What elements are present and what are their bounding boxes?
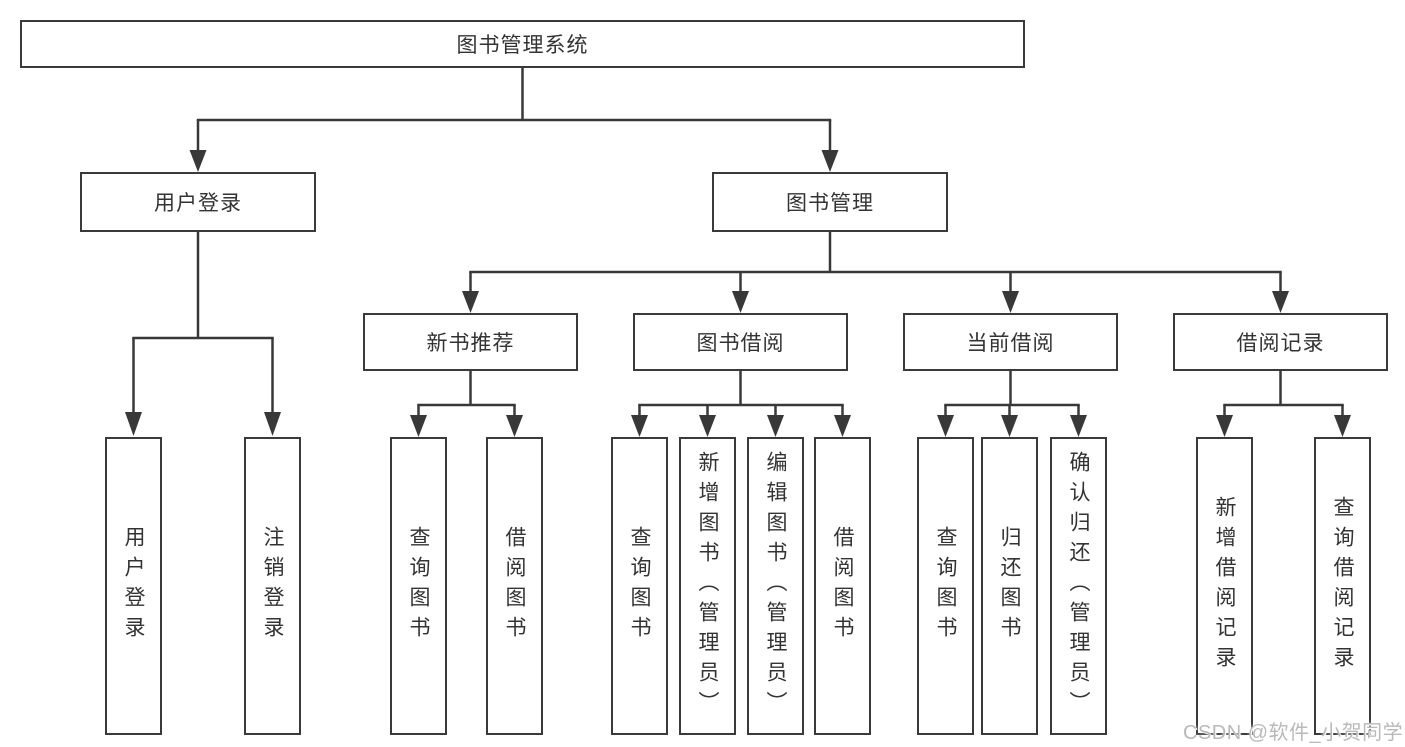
node-current-borrow: 当前借阅 (903, 313, 1118, 371)
edge-book-borrow-split (631, 371, 851, 437)
edge-new-book-recommend-split (410, 371, 523, 437)
leaf-confirm-return-admin: 确认归还（管理员） (1050, 437, 1107, 735)
leaf-edit-book-admin: 编辑图书（管理员） (747, 437, 804, 735)
leaf-query-books-borrow: 查询图书 (611, 437, 668, 735)
leaf-query-books-current: 查询图书 (917, 437, 974, 735)
node-label: 图书管理系统 (456, 34, 589, 57)
node-book-management: 图书管理 (712, 172, 948, 232)
node-label: 编辑图书（管理员） (764, 451, 787, 721)
node-label: 归还图书 (998, 526, 1021, 646)
node-label: 查询图书 (407, 526, 430, 646)
edge-current-borrow-split (937, 371, 1087, 437)
node-book-borrow: 图书借阅 (633, 313, 848, 371)
leaf-borrow-books: 借阅图书 (814, 437, 871, 735)
node-label: 新增图书（管理员） (696, 451, 719, 721)
node-label: 注销登录 (261, 526, 284, 646)
node-label: 借阅图书 (503, 526, 526, 646)
leaf-user-login: 用户登录 (105, 437, 162, 735)
node-label: 查询借阅记录 (1331, 496, 1354, 676)
edge-user-login-split (125, 232, 281, 436)
node-borrow-records: 借阅记录 (1173, 313, 1388, 371)
csdn-watermark: CSDN @软件_小贺同学 (1183, 722, 1404, 744)
leaf-add-book-admin: 新增图书（管理员） (679, 437, 736, 735)
node-label: 当前借阅 (966, 332, 1055, 355)
leaf-query-borrow-record: 查询借阅记录 (1314, 437, 1371, 735)
node-label: 图书管理 (786, 192, 874, 215)
node-label: 新增借阅记录 (1213, 496, 1236, 676)
edge-borrow-records-split (1216, 371, 1351, 437)
leaf-logout: 注销登录 (244, 437, 301, 735)
node-label: 查询图书 (934, 526, 957, 646)
node-label: 图书借阅 (696, 332, 785, 355)
leaf-return-book: 归还图书 (981, 437, 1038, 735)
leaf-add-borrow-record: 新增借阅记录 (1196, 437, 1253, 735)
node-library-management-system: 图书管理系统 (20, 20, 1025, 68)
node-label: 新书推荐 (426, 332, 515, 355)
leaf-query-books-recommend: 查询图书 (390, 437, 447, 735)
node-label: 查询图书 (628, 526, 651, 646)
leaf-borrow-books-recommend: 借阅图书 (486, 437, 543, 735)
node-label: 借阅记录 (1236, 332, 1325, 355)
node-label: 用户登录 (154, 192, 242, 215)
node-label: 用户登录 (122, 526, 145, 646)
node-label: 借阅图书 (831, 526, 854, 646)
node-label: 确认归还（管理员） (1067, 451, 1090, 721)
edge-book-management-split (462, 232, 1289, 313)
node-new-book-recommend: 新书推荐 (363, 313, 578, 371)
node-user-login: 用户登录 (80, 172, 316, 232)
edge-root-split (189, 68, 839, 172)
